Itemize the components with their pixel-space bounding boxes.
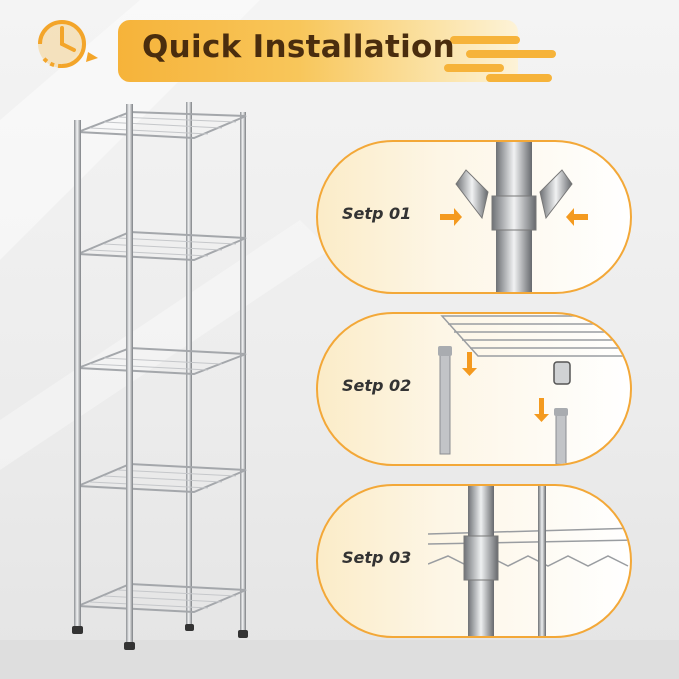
speed-lines-decoration — [444, 36, 556, 82]
clock-rotate-icon — [38, 20, 98, 69]
wire-shelf-unit-image — [72, 102, 248, 650]
step-card-2: Setp 02 — [316, 312, 632, 466]
assembled-shelf-photo — [428, 486, 630, 636]
step-label: Setp 02 — [342, 376, 412, 395]
step-card-1: Setp 01 — [316, 140, 632, 294]
shelf-sleeve-photo — [438, 315, 630, 464]
step-card-3: Setp 03 — [316, 484, 632, 638]
pole-connector-photo — [440, 142, 588, 292]
page-title: Quick Installation — [142, 29, 456, 65]
step-label: Setp 01 — [342, 204, 412, 223]
step-label: Setp 03 — [342, 548, 412, 567]
